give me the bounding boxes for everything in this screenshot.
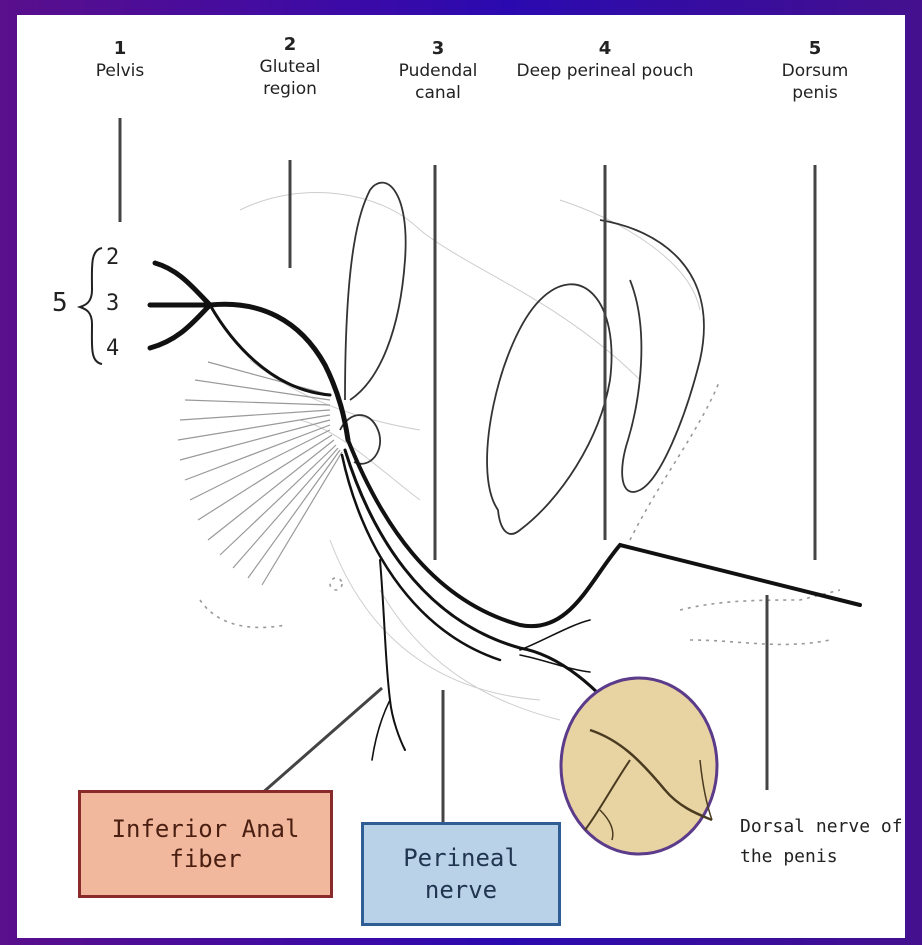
label-number: 1 (70, 38, 170, 60)
label-text: Gluteal region (245, 56, 335, 100)
label-number: 3 (378, 38, 498, 60)
pudendal-nerve (150, 263, 860, 760)
sacral-root-3: 3 (106, 291, 119, 316)
label-pelvis: 1 Pelvis (70, 38, 170, 82)
sacral-group-number: 5 (52, 288, 68, 318)
label-gluteal-region: 2 Gluteal region (235, 34, 345, 100)
inferior-anal-fiber-box: Inferior Anal fiber (78, 790, 333, 898)
sacral-root-4: 4 (106, 336, 119, 361)
inferior-anal-fiber-label: Inferior Anal fiber (106, 814, 306, 874)
gluteal-fibers (178, 362, 342, 585)
label-number: 5 (765, 38, 865, 60)
sacral-brace (80, 248, 102, 364)
label-pudendal-canal: 3 Pudendal canal (378, 38, 498, 104)
dorsal-nerve-label: Dorsal nerve of the penis (740, 812, 915, 872)
dotted-outlines (200, 380, 840, 808)
anatomy-shading (240, 193, 700, 720)
label-number: 2 (235, 34, 345, 56)
label-dorsum-penis: 5 Dorsum penis (765, 38, 865, 104)
perineal-nerve-label: Perineal nerve (391, 842, 531, 906)
leader-line-inferior-anal (260, 688, 382, 795)
label-text: Dorsum penis (775, 60, 855, 104)
label-number: 4 (510, 38, 700, 60)
sacral-root-2: 2 (106, 245, 119, 270)
label-text: Pelvis (96, 61, 144, 81)
perineal-nerve-box: Perineal nerve (361, 822, 561, 926)
highlight-circle (561, 678, 717, 854)
label-deep-perineal-pouch: 4 Deep perineal pouch (510, 38, 700, 82)
anatomy-outlines (340, 183, 704, 534)
leader-lines (120, 118, 815, 825)
label-text: Pudendal canal (391, 60, 486, 104)
label-text: Deep perineal pouch (515, 60, 695, 82)
